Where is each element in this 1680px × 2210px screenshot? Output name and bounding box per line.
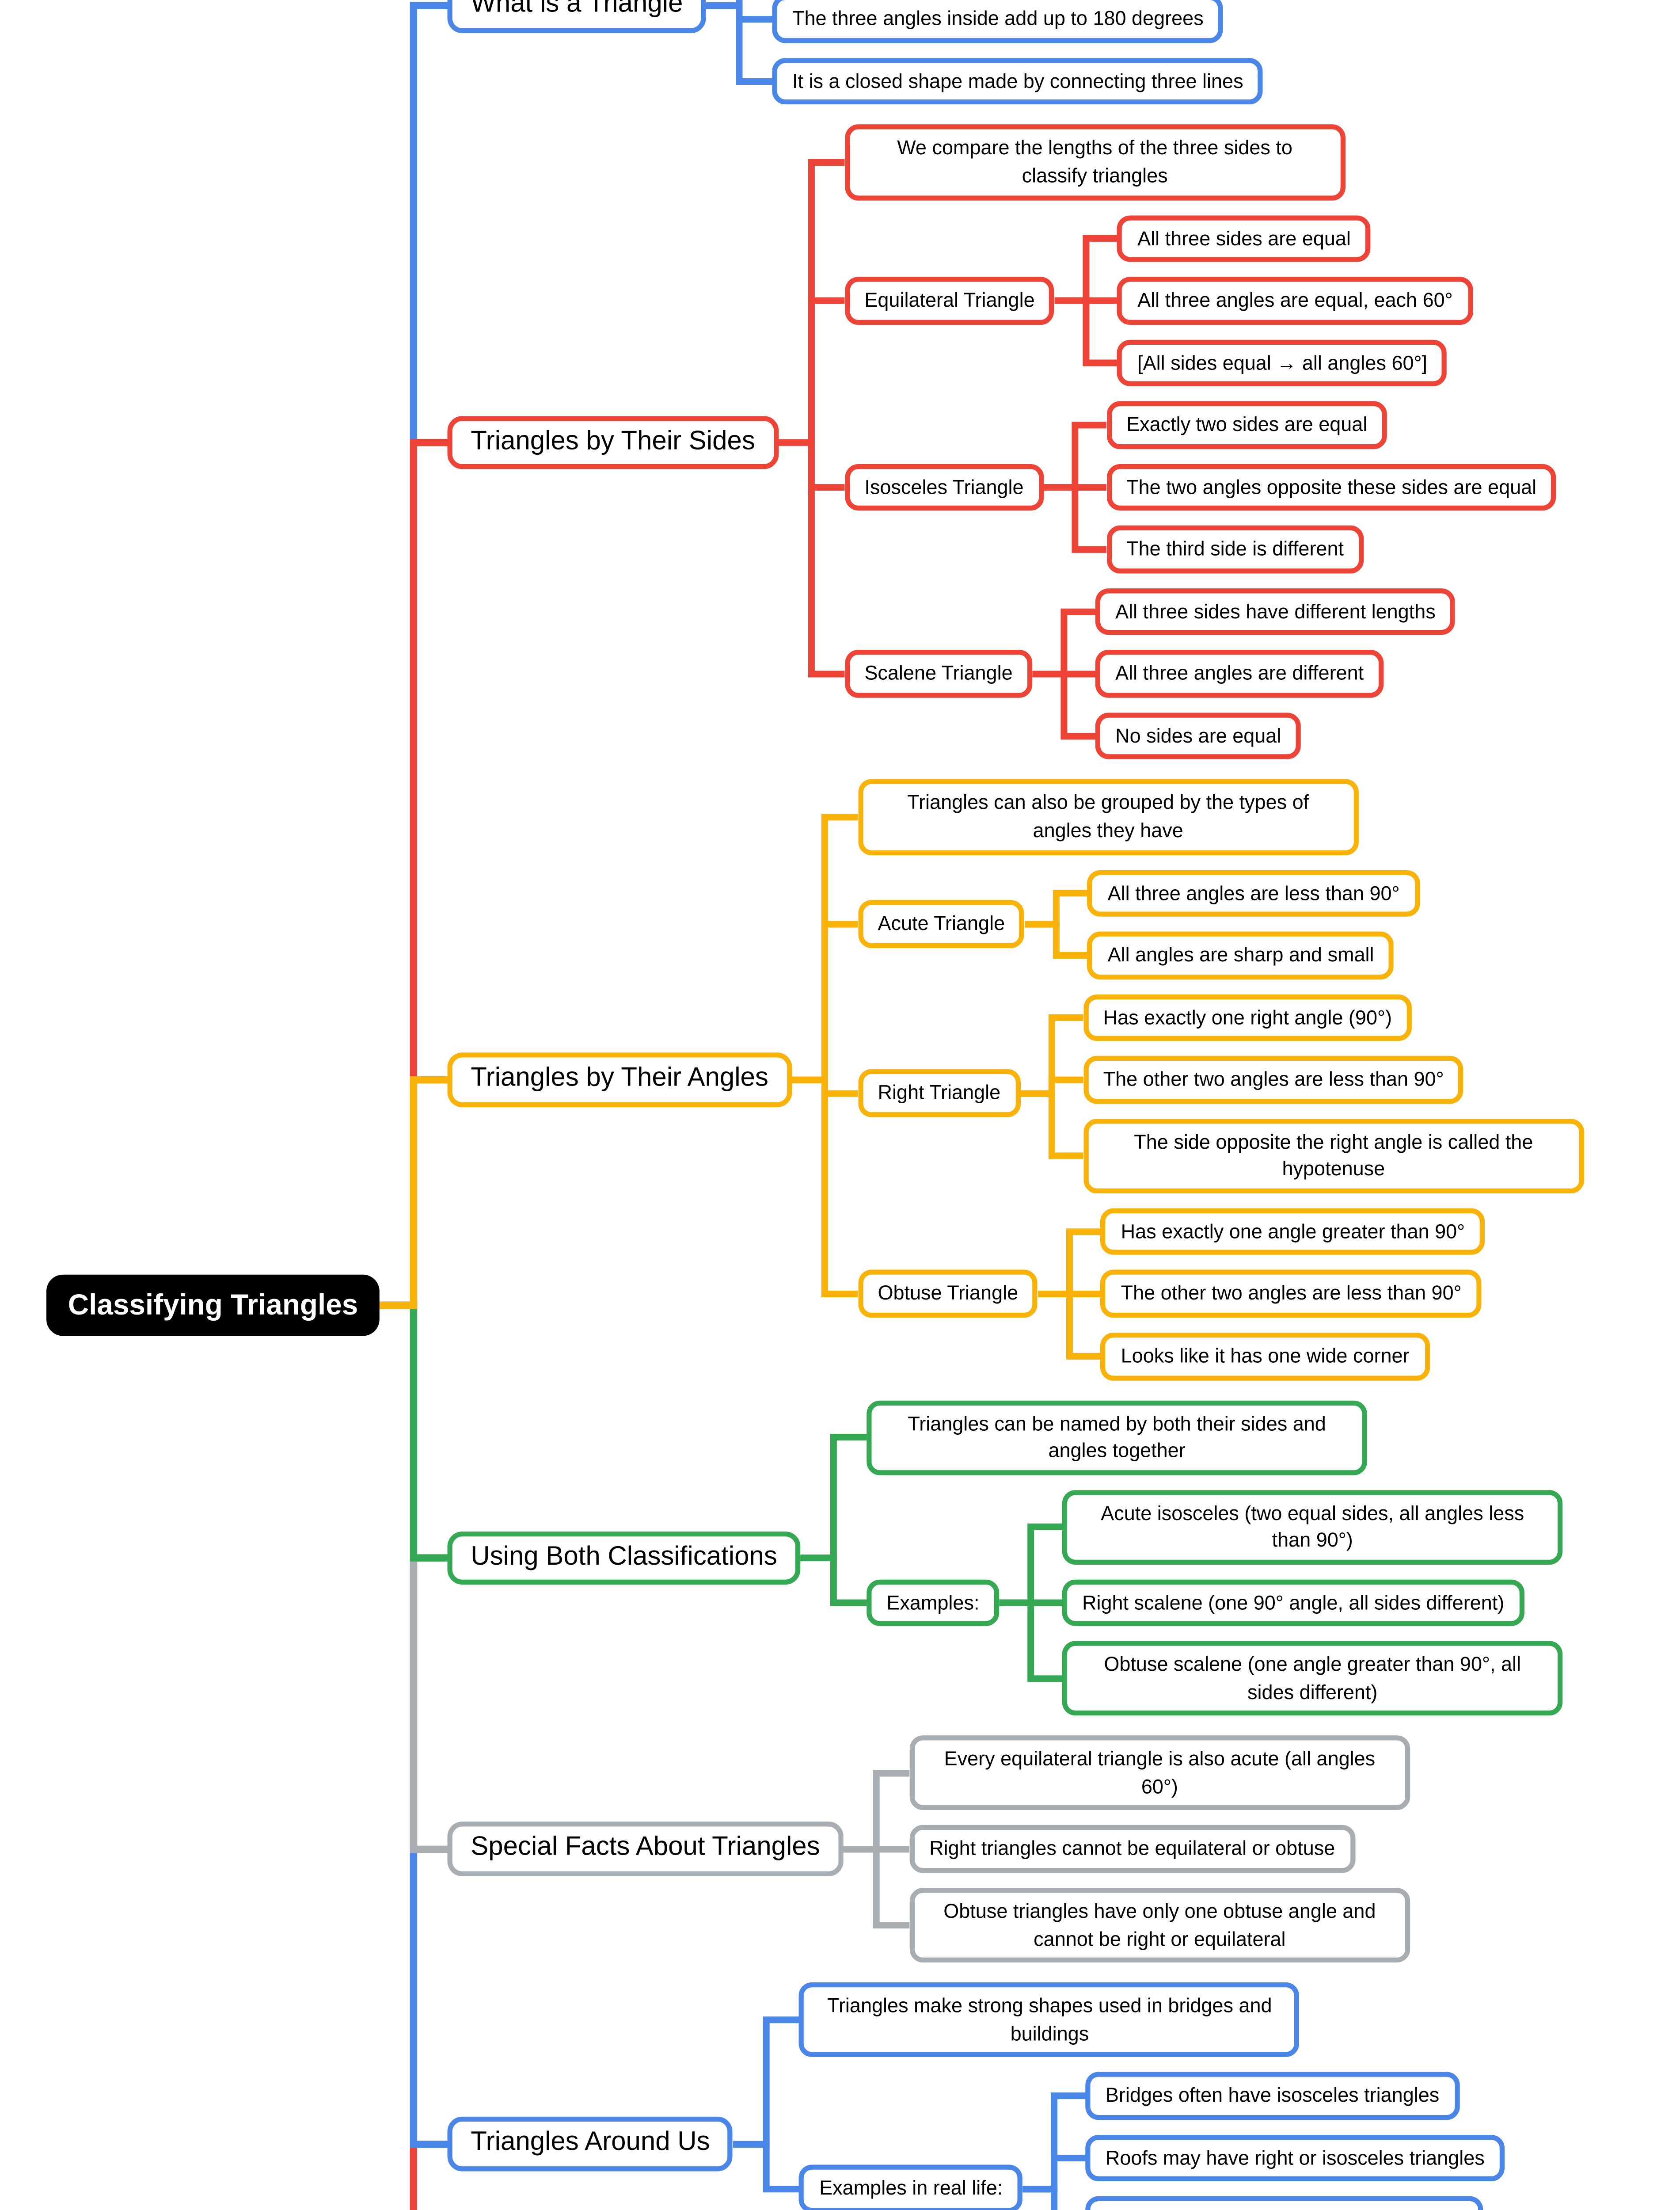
node-group: Right Triangle Has exactly one right angl…: [858, 994, 1584, 1193]
mindmap-node-triangles-can-also-be-grouped-by-the-typ: Triangles can also be grouped by the typ…: [858, 780, 1358, 855]
mindmap-node-the-other-two-angles-are-less-than-90: The other two angles are less than 90°: [1083, 1056, 1464, 1104]
mindmap-node-every-equilateral-triangle-is-also-acute: Every equilateral triangle is also acute…: [909, 1736, 1410, 1811]
node-group: Obtuse Triangle Has exactly one angle gre…: [858, 1208, 1485, 1380]
mindmap-node-the-third-side-is-different: The third side is different: [1106, 526, 1364, 573]
mindmap-node-all-three-angles-are-different: All three angles are different: [1095, 650, 1384, 698]
node-group: Scalene Triangle All three sides have dif…: [844, 588, 1456, 760]
branch-header-triangles-by-their-sides: Triangles by Their Sides: [447, 415, 779, 470]
root-column: Classifying Triangles: [0, 1275, 380, 1335]
branch-header-what-is-a-triangle: What is a Triangle: [447, 0, 706, 33]
branch-header-triangles-by-their-angles: Triangles by Their Angles: [447, 1052, 792, 1107]
mindmap-node-all-angles-are-sharp-and-small: All angles are sharp and small: [1087, 931, 1394, 979]
mindmap-node-all-sides-equal-all-angles-60: [All sides equal → all angles 60°]: [1117, 339, 1448, 387]
mindmap-node-roofs-may-have-right-or-isosceles-triang: Roofs may have right or isosceles triang…: [1085, 2134, 1505, 2182]
node-group: Equilateral Triangle All three sides are …: [844, 214, 1473, 387]
branch-header-special-facts-about-triangles: Special Facts About Triangles: [447, 1822, 844, 1877]
mindmap-node-has-exactly-one-angle-greater-than-90: Has exactly one angle greater than 90°: [1101, 1208, 1485, 1256]
mindmap-node-no-sides-are-equal: No sides are equal: [1095, 713, 1301, 760]
mindmap-node-right-scalene-one-90-angle-all-sides-dif: Right scalene (one 90° angle, all sides …: [1062, 1579, 1524, 1627]
branch-what-is-a-triangle: What is a Triangle A triangle has 3 strai…: [447, 0, 1273, 106]
mindmap-node-isosceles-triangle: Isosceles Triangle: [844, 464, 1044, 511]
mindmap-node-it-is-a-closed-shape-made-by-connecting-: It is a closed shape made by connecting …: [772, 57, 1263, 106]
mindmap-node-all-three-sides-have-different-lengths: All three sides have different lengths: [1095, 588, 1456, 636]
root-node: Classifying Triangles: [46, 1275, 380, 1335]
mindmap-node-looks-like-it-has-one-wide-corner: Looks like it has one wide corner: [1101, 1332, 1429, 1380]
mindmap-node-exactly-two-sides-are-equal: Exactly two sides are equal: [1106, 401, 1387, 449]
branch-special-facts-about-triangles: Special Facts About Triangles Every equil…: [447, 1736, 1410, 1963]
branch-header-using-both-classifications: Using Both Classifications: [447, 1531, 801, 1585]
mindmap-node-scalene-triangle: Scalene Triangle: [844, 650, 1033, 698]
mindmap-node-right-triangle: Right Triangle: [858, 1070, 1021, 1117]
mindmap-node-acute-isosceles-two-equal-sides-all-angl: Acute isosceles (two equal sides, all an…: [1062, 1489, 1563, 1564]
branch-children: Every equilateral triangle is also acute…: [909, 1736, 1410, 1963]
mindmap-node-the-other-two-angles-are-less-than-90: The other two angles are less than 90°: [1101, 1270, 1482, 1318]
mindmap-node-all-three-angles-are-less-than-90: All three angles are less than 90°: [1087, 869, 1420, 917]
branch-triangles-around-us: Triangles Around Us Triangles make strong…: [447, 1982, 1505, 2210]
mindmap-node-the-two-angles-opposite-these-sides-are-: The two angles opposite these sides are …: [1106, 464, 1557, 511]
mindmap-node-obtuse-triangle: Obtuse Triangle: [858, 1270, 1038, 1318]
branch-triangles-by-their-sides: Triangles by Their Sides We compare the l…: [447, 125, 1557, 760]
branch-children: Acute isosceles (two equal sides, all an…: [1062, 1489, 1563, 1716]
branch-children: All three angles are less than 90° All an…: [1087, 869, 1420, 979]
branch-header-triangles-around-us: Triangles Around Us: [447, 2117, 734, 2172]
mindmap-node-the-three-angles-inside-add-up-to-180-de: The three angles inside add up to 180 de…: [772, 0, 1224, 43]
branch-children: A triangle has 3 straight sides and 3 co…: [772, 0, 1273, 106]
mindmap-node-acute-triangle: Acute Triangle: [858, 900, 1025, 948]
node-group: Isosceles Triangle Exactly two sides are …: [844, 401, 1557, 573]
branch-using-both-classifications: Using Both Classifications Triangles can …: [447, 1399, 1563, 1716]
branch-children: We compare the lengths of the three side…: [844, 125, 1557, 760]
mindmap-node-obtuse-scalene-one-angle-greater-than-90: Obtuse scalene (one angle greater than 9…: [1062, 1641, 1563, 1716]
mindmap-node-the-side-opposite-the-right-angle-is-cal: The side opposite the right angle is cal…: [1083, 1118, 1584, 1193]
node-group: Acute Triangle All three angles are less …: [858, 869, 1420, 979]
mindmap-node-all-three-angles-are-equal-each-60: All three angles are equal, each 60°: [1117, 277, 1473, 324]
mindmap-node-right-triangles-cannot-be-equilateral-or: Right triangles cannot be equilateral or…: [909, 1825, 1355, 1873]
branch-children: Triangles can also be grouped by the typ…: [858, 780, 1584, 1380]
node-group: Examples in real life: Bridges often have…: [799, 2072, 1505, 2210]
mindmap-node-bridges-often-have-isosceles-triangles: Bridges often have isosceles triangles: [1085, 2072, 1460, 2120]
mindmap-node-all-three-sides-are-equal: All three sides are equal: [1117, 214, 1371, 262]
mindmap-node-we-compare-the-lengths-of-the-three-side: We compare the lengths of the three side…: [844, 125, 1345, 200]
branch-children: Triangles make strong shapes used in bri…: [799, 1982, 1505, 2210]
mindmap-node-examples-in-real-life: Examples in real life:: [799, 2165, 1023, 2210]
branch-triangles-by-their-angles: Triangles by Their Angles Triangles can a…: [447, 780, 1584, 1380]
mindmap-node-examples: Examples:: [867, 1579, 1000, 1627]
branch-children: Has exactly one right angle (90°) The oth…: [1083, 994, 1584, 1193]
mindmap-node-has-exactly-one-right-angle-90: Has exactly one right angle (90°): [1083, 994, 1412, 1041]
mindmap-node-triangles-make-strong-shapes-used-in-bri: Triangles make strong shapes used in bri…: [799, 1982, 1300, 2058]
branch-children: Has exactly one angle greater than 90° Th…: [1101, 1208, 1485, 1380]
mindmap-node-road-yield-signs-are-equilateral-triangl: Road yield signs are equilateral triangl…: [1085, 2196, 1484, 2210]
branches-container: What is a Triangle A triangle has 3 strai…: [447, 0, 1584, 2210]
node-group: Examples: Acute isosceles (two equal side…: [867, 1489, 1563, 1716]
branch-children: Triangles can be named by both their sid…: [867, 1399, 1563, 1716]
mindmap-node-obtuse-triangles-have-only-one-obtuse-an: Obtuse triangles have only one obtuse an…: [909, 1888, 1410, 1963]
mindmap-node-triangles-can-be-named-by-both-their-sid: Triangles can be named by both their sid…: [867, 1399, 1367, 1475]
mindmap-node-equilateral-triangle: Equilateral Triangle: [844, 277, 1055, 324]
